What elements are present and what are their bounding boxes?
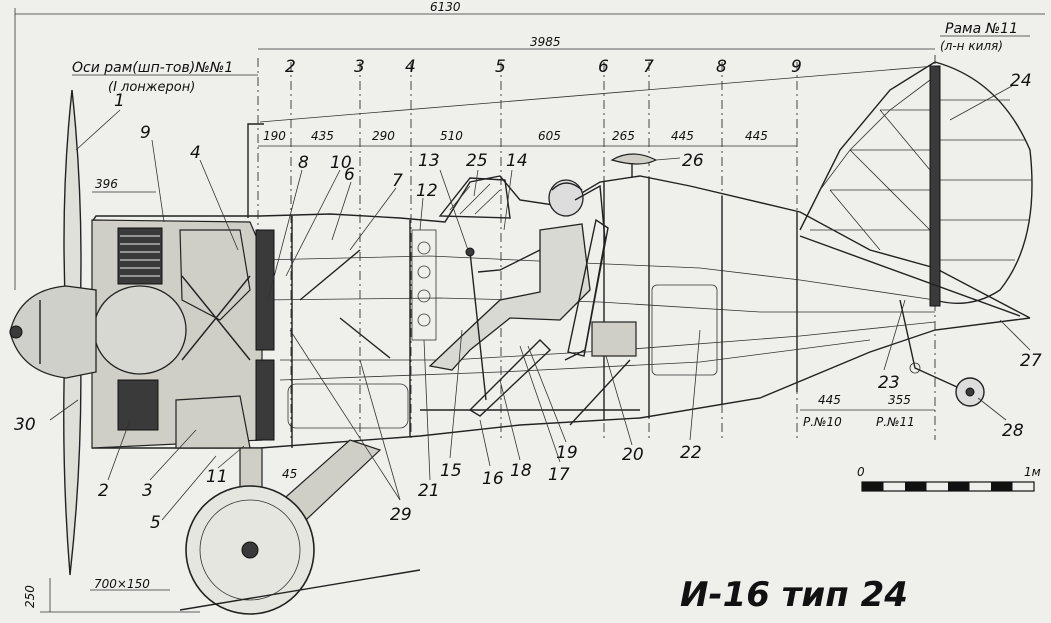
frame-number-6: 6 xyxy=(598,57,609,77)
windscreen xyxy=(438,177,511,219)
propeller xyxy=(9,89,97,576)
callout-19: 19 xyxy=(556,443,578,463)
callout-3: 3 xyxy=(142,481,153,501)
antenna-mast xyxy=(247,123,264,218)
frame-axes-label: Оси рам(шп-тов)№№1 xyxy=(72,60,233,76)
keel-frame-label: Рама №11 xyxy=(945,21,1018,37)
gear-angle-value: 45 xyxy=(282,467,297,481)
fuselage-dimension: 3985 xyxy=(258,35,935,50)
equipment xyxy=(569,321,637,426)
callout-10: 10 xyxy=(330,153,352,173)
ground-offset-value: 250 xyxy=(23,585,37,608)
spacing-value: 290 xyxy=(372,129,395,143)
callout-8: 8 xyxy=(298,153,309,173)
antenna-cable xyxy=(259,65,936,123)
callout-4: 4 xyxy=(190,143,201,163)
frame-spacing: 190 435 290 510 605 265 445 445 xyxy=(263,129,768,143)
spacing-value: 445 xyxy=(671,129,694,143)
frame-number-2: 2 xyxy=(285,57,296,77)
tail-wheel xyxy=(899,299,985,407)
frame-number-8: 8 xyxy=(716,57,727,77)
callout-22: 22 xyxy=(680,443,702,463)
frame-number-5: 5 xyxy=(495,57,506,77)
scale-bar: 0 1м xyxy=(857,465,1041,492)
fuselage-length-value: 3985 xyxy=(530,35,561,49)
callout-28: 28 xyxy=(1002,421,1024,441)
spacing-value: 510 xyxy=(440,129,463,143)
callout-9: 9 xyxy=(140,123,151,143)
engine xyxy=(91,219,275,449)
callout-1: 1 xyxy=(114,91,125,111)
frame-number-4: 4 xyxy=(405,57,416,77)
tail-spacing-value: 445 xyxy=(818,393,841,407)
fuselage xyxy=(91,175,1031,449)
callout-numbers: 1 2 3 4 5 6 7 8 9 10 11 12 13 14 15 16 1… xyxy=(14,71,1042,533)
controls xyxy=(420,247,640,417)
pilot-seat xyxy=(567,218,609,357)
rudder xyxy=(929,61,1033,307)
keel-frame-sublabel: (л-н киля) xyxy=(940,39,1003,53)
instrument-panel xyxy=(411,229,437,341)
pilot-figure xyxy=(428,179,606,371)
overall-dimension: 6130 xyxy=(14,0,1045,290)
callout-7: 7 xyxy=(392,171,403,191)
callout-15: 15 xyxy=(440,461,462,481)
callout-27: 27 xyxy=(1020,351,1042,371)
callout-18: 18 xyxy=(510,461,532,481)
callout-6: 6 xyxy=(344,165,355,185)
frame-numbers: 2 3 4 5 6 7 8 9 xyxy=(285,57,802,77)
frame-number-9: 9 xyxy=(791,57,802,77)
callout-13: 13 xyxy=(418,151,440,171)
spacing-value: 190 xyxy=(263,129,286,143)
scale-start-label: 0 xyxy=(857,465,865,479)
frame-number-3: 3 xyxy=(354,57,365,77)
spacing-value: 435 xyxy=(311,129,334,143)
callout-29: 29 xyxy=(390,505,412,525)
callout-12: 12 xyxy=(416,181,438,201)
callout-14: 14 xyxy=(506,151,528,171)
wheel-size-value: 700×150 xyxy=(94,577,150,591)
callout-2: 2 xyxy=(98,481,109,501)
overall-length-value: 6130 xyxy=(430,0,461,14)
callout-11: 11 xyxy=(206,467,228,487)
scale-end-label: 1м xyxy=(1024,465,1041,479)
spacing-value: 445 xyxy=(745,129,768,143)
callout-20: 20 xyxy=(622,445,644,465)
callout-21: 21 xyxy=(418,481,440,501)
frame-number-7: 7 xyxy=(643,57,654,77)
main-landing-gear xyxy=(179,439,421,615)
callout-leaders xyxy=(49,85,1031,521)
callout-25: 25 xyxy=(466,151,488,171)
stabilizer xyxy=(799,235,1021,317)
frame-ref-label: Р.№11 xyxy=(876,415,915,429)
drawing-title: И-16 тип 24 xyxy=(680,575,908,615)
spar-label: (I лонжерон) xyxy=(108,80,195,95)
callout-16: 16 xyxy=(482,469,504,489)
callout-24: 24 xyxy=(1010,71,1032,91)
callout-17: 17 xyxy=(548,465,570,485)
spacing-value: 265 xyxy=(612,129,635,143)
spacing-value: 605 xyxy=(538,129,561,143)
callout-23: 23 xyxy=(878,373,900,393)
callout-30: 30 xyxy=(14,415,36,435)
vertical-fin xyxy=(799,61,936,251)
engine-dimension-value: 396 xyxy=(95,177,118,191)
tail-spacing-value: 355 xyxy=(888,393,911,407)
callout-5: 5 xyxy=(150,513,161,533)
callout-26: 26 xyxy=(682,151,704,171)
frame-ref-label: Р.№10 xyxy=(803,415,842,429)
